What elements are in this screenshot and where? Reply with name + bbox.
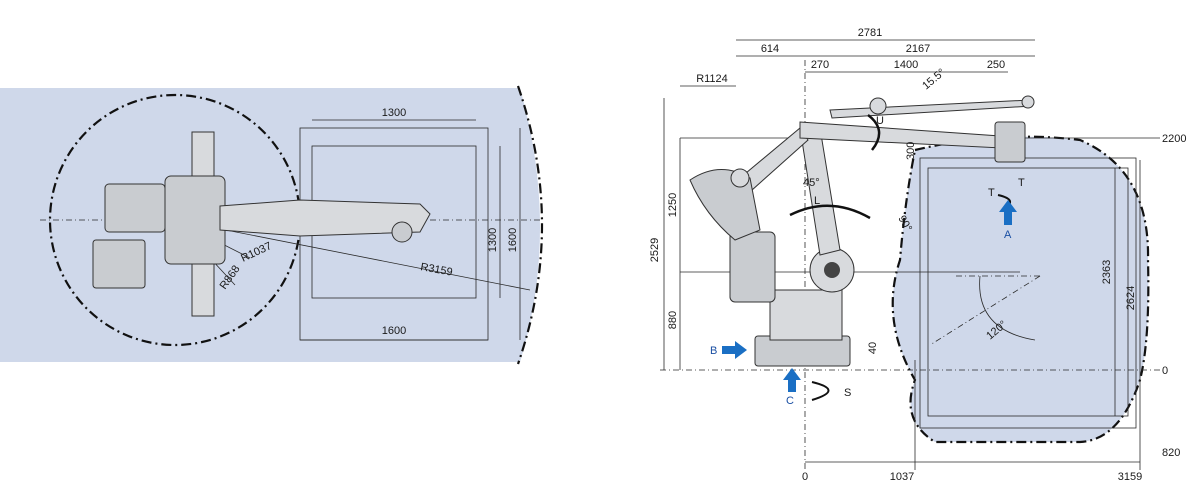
top-dim-1300: 1300 [382, 107, 406, 119]
label-t-ref: T [1018, 177, 1025, 189]
side-bottom-1037: 1037 [890, 471, 914, 483]
side-robot-elbow [869, 97, 887, 115]
side-dim-614: 614 [761, 43, 779, 55]
top-robot-turret [164, 175, 226, 265]
side-120-arc [979, 275, 1036, 341]
arrow-b-icon [722, 341, 747, 359]
side-workspace-outline [891, 135, 1150, 444]
side-right-820: 820 [1162, 447, 1180, 459]
side-dim-1400: 1400 [894, 59, 918, 71]
label-u: U [876, 115, 884, 127]
top-outer-reach-arc [516, 85, 544, 365]
side-dim-880: 880 [667, 311, 679, 329]
side-robot-parallel-link [829, 99, 1033, 119]
top-r3159: R3159 [419, 261, 453, 278]
side-s-rotation-arrow [811, 381, 830, 401]
side-robot-motor [729, 231, 776, 303]
top-robot-counterweight [92, 239, 146, 289]
top-robot-wrist [391, 221, 413, 243]
side-dim-2167: 2167 [906, 43, 930, 55]
top-robot-arm [219, 199, 431, 237]
label-c: C [786, 395, 794, 407]
top-dim-1600: 1600 [382, 325, 406, 337]
side-right-0: 0 [1162, 365, 1168, 377]
side-robot-joint-hub [824, 262, 840, 278]
side-robot-upper-arm [799, 121, 1003, 149]
top-r3159-line [174, 219, 531, 291]
top-view: 1300 1600 1300 1600 R1037 R868 R3159 [0, 85, 544, 365]
side-workspace-area [892, 136, 1149, 442]
side-dim-270: 270 [811, 59, 829, 71]
side-l-rotation-arrow [789, 204, 871, 220]
side-pallet-outer [919, 157, 1137, 429]
side-robot-lower-arm [799, 127, 841, 256]
side-dim-2363: 2363 [1101, 260, 1113, 284]
top-robot-body [104, 183, 166, 233]
side-dim-15-5: 15.5° [920, 67, 947, 93]
side-robot-wrist [994, 121, 1026, 163]
side-robot-back-plate [689, 169, 761, 241]
side-dim-45: 45° [803, 177, 820, 189]
side-bottom-3159: 3159 [1118, 471, 1142, 483]
side-dim-r1124: R1124 [696, 73, 728, 85]
side-robot-back-pivot [730, 168, 750, 188]
side-dim-2781: 2781 [858, 27, 882, 39]
side-dim-250: 250 [987, 59, 1005, 71]
side-pallet-inner [927, 167, 1129, 417]
side-view: 2781 614 2167 270 1400 250 R1124 15.5° 3… [649, 27, 1186, 483]
side-dim-40: 40 [867, 342, 879, 354]
side-u-rotation-arrow [867, 114, 881, 151]
side-120-line-b [929, 275, 1041, 346]
side-robot-body [769, 289, 843, 341]
top-dim-1600-vertical: 1600 [507, 228, 519, 252]
side-bottom-0: 0 [802, 471, 808, 483]
label-t: T [988, 187, 995, 199]
side-dim-2624: 2624 [1125, 286, 1137, 310]
arrow-a-icon [999, 200, 1017, 225]
label-l: L [814, 195, 820, 207]
label-s: S [844, 387, 851, 399]
side-dim-2529: 2529 [649, 238, 661, 262]
side-dim-300: 300 [905, 142, 917, 160]
side-robot-wrist-top [1021, 95, 1035, 109]
label-a: A [1004, 229, 1012, 241]
side-right-2200: 2200 [1162, 133, 1186, 145]
arrow-c-icon [783, 368, 801, 392]
top-dim-1300-vertical: 1300 [487, 228, 499, 252]
label-b: B [710, 345, 717, 357]
side-dim-1250: 1250 [667, 193, 679, 217]
